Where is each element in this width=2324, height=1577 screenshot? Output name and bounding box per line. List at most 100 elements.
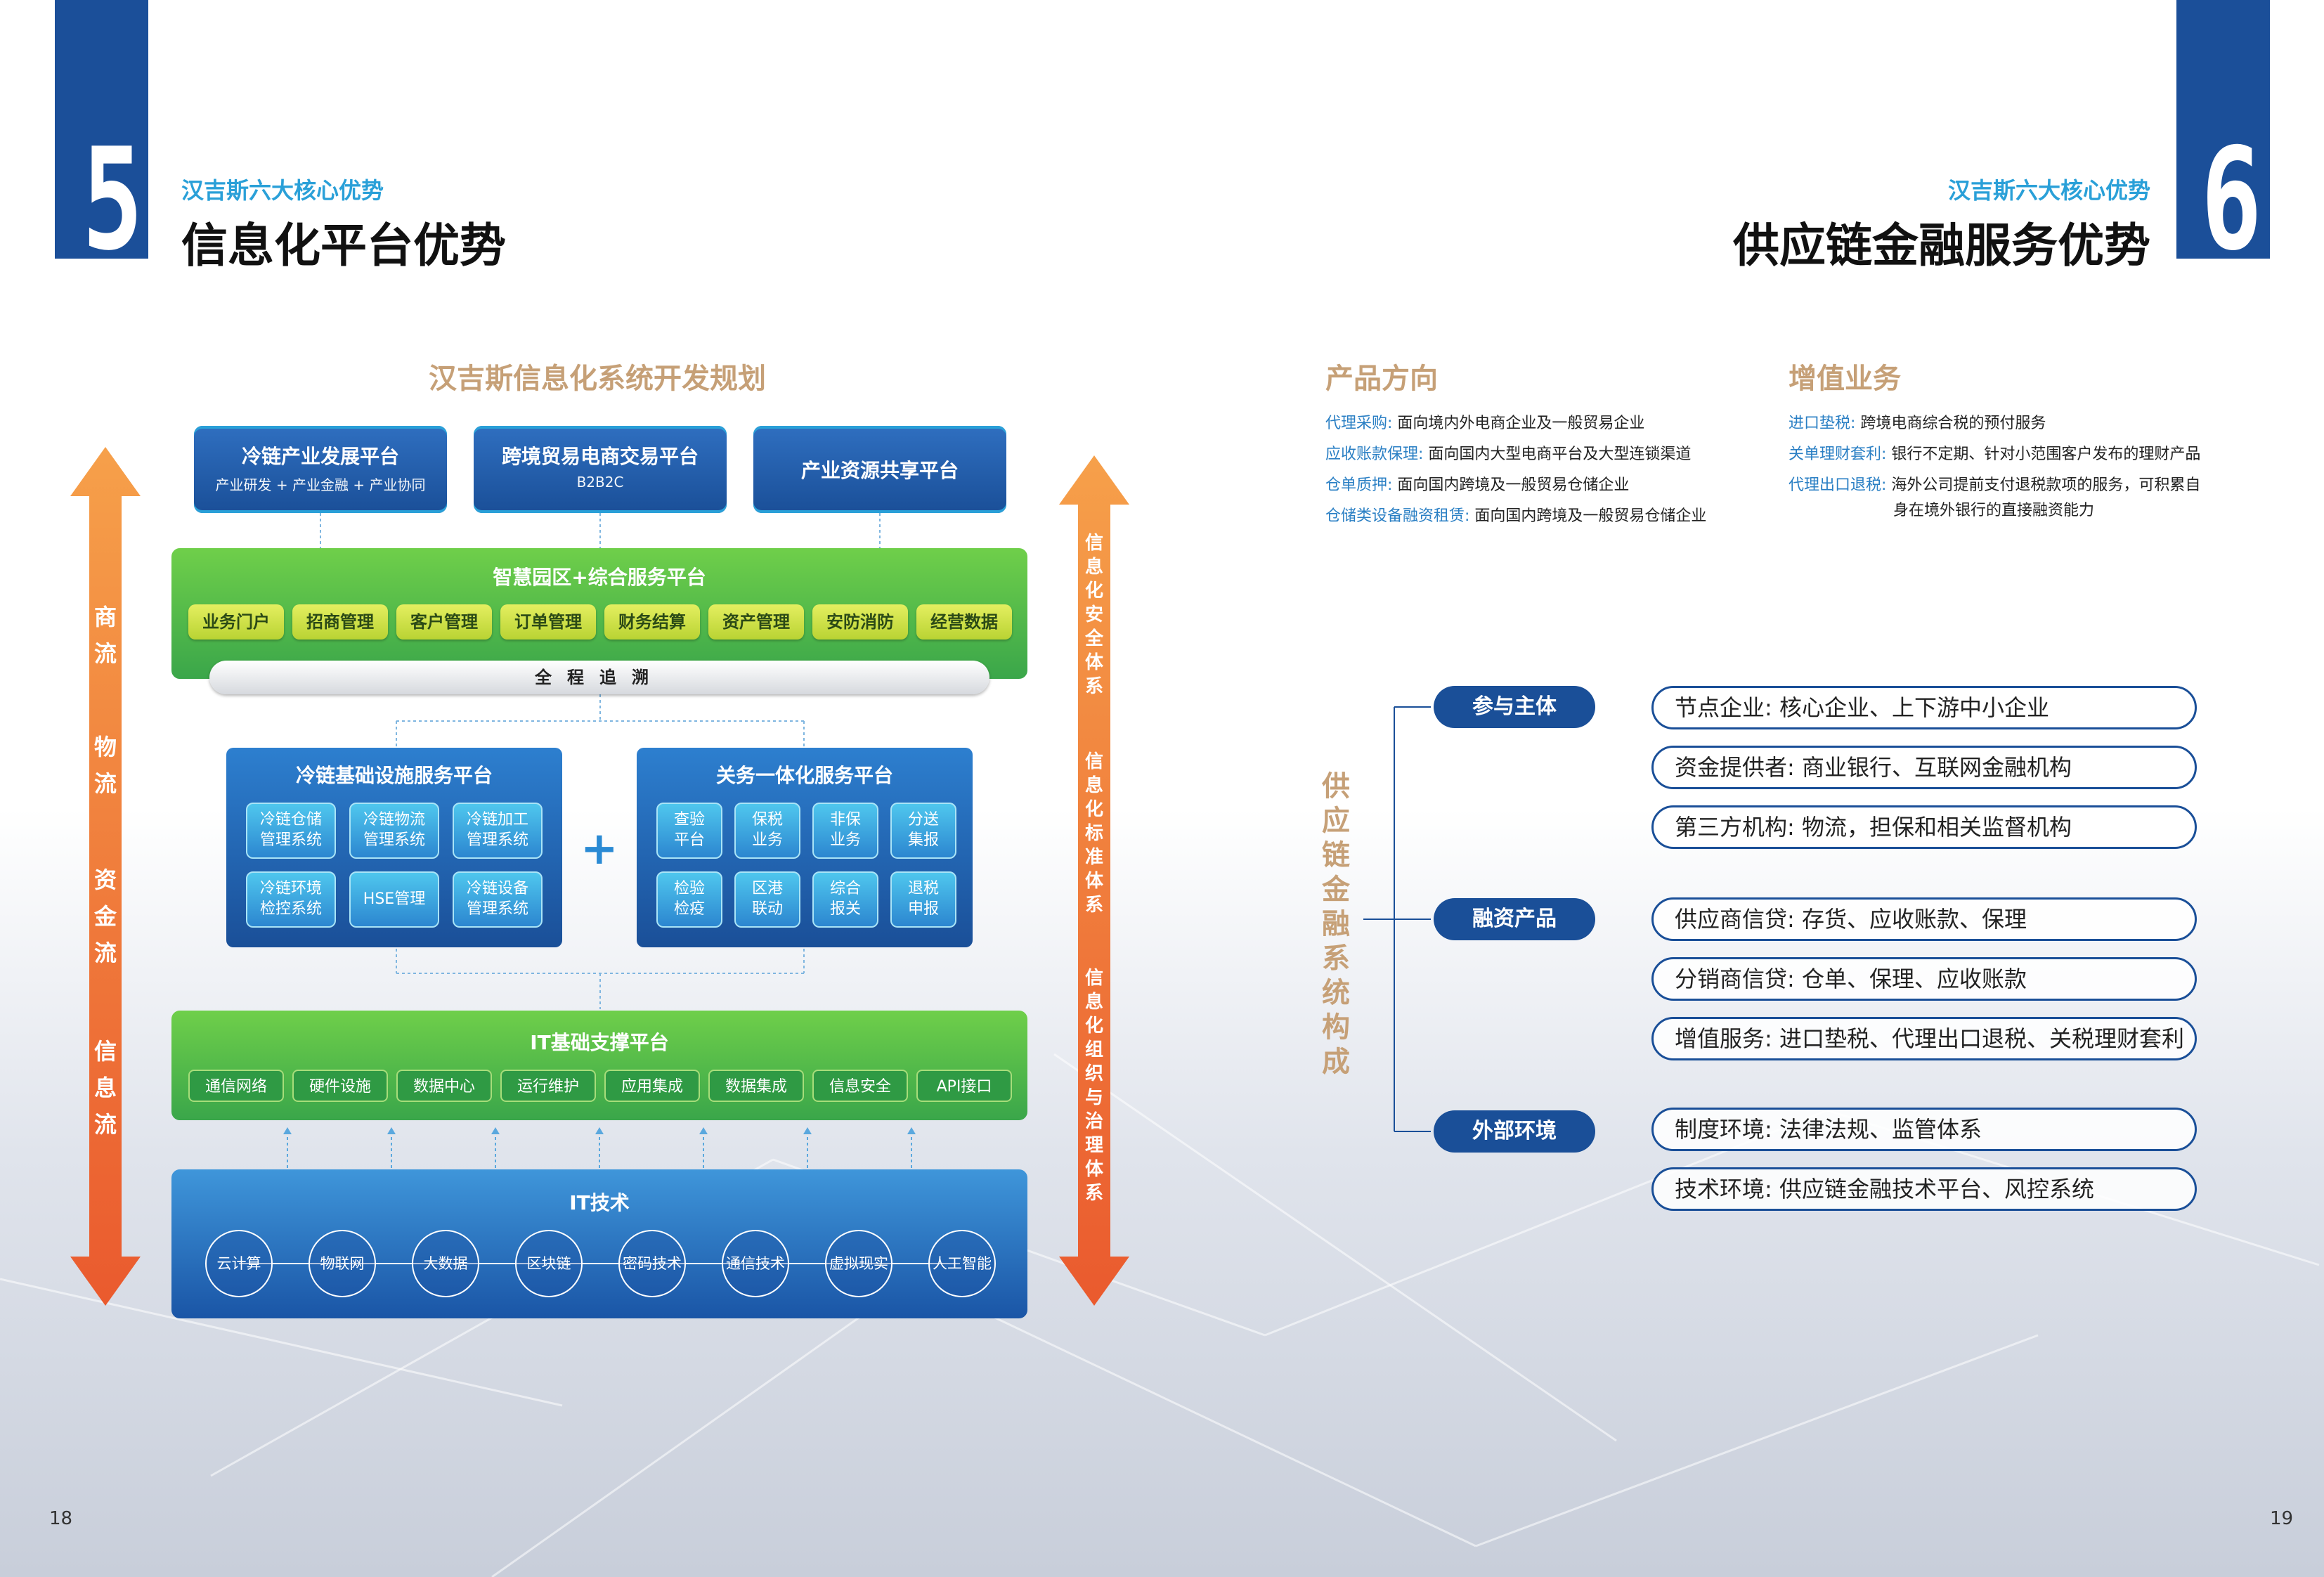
system-cell: 冷链设备管理系统 — [453, 871, 543, 928]
module-pill: 安防消防 — [812, 604, 908, 640]
system-cell: 冷链物流管理系统 — [349, 803, 439, 859]
system-label: 信息化组织与治理体系 — [1084, 968, 1103, 1204]
tech-node: 虚拟现实 — [825, 1230, 892, 1297]
top-platform: 冷链产业发展平台 产业研发 + 产业金融 + 产业协同 — [194, 426, 447, 513]
value-added-heading: 增值业务 — [1789, 363, 1901, 395]
flow-label: 信息流 — [93, 1038, 117, 1138]
system-cell: 冷链环境检控系统 — [246, 871, 336, 928]
product-direction-heading: 产品方向 — [1325, 363, 1438, 395]
platform-title: IT基础支撑平台 — [530, 1031, 669, 1054]
section-number: 6 — [2200, 118, 2262, 282]
page-title: 供应链金融服务优势 — [1733, 219, 2150, 273]
service-cell: 查验平台 — [656, 803, 722, 859]
module-pill: 资产管理 — [708, 604, 804, 640]
platform-title: 冷链基础设施服务平台 — [295, 764, 493, 787]
top-platform: 产业资源共享平台 — [753, 426, 1006, 513]
customs-platform: 关务一体化服务平台 查验平台 保税业务 非保业务 分送集报 检验检疫 区港联动 … — [637, 748, 973, 947]
service-cell: 退税申报 — [890, 871, 956, 928]
category-badge: 参与主体 — [1434, 686, 1595, 728]
platform-title: 关务一体化服务平台 — [715, 764, 893, 787]
value-line: 关单理财套利: 银行不定期、针对小范围客户发布的理财产品 — [1789, 446, 2201, 463]
product-line: 仓单质押: 面向国内跨境及一般贸易仓储企业 — [1325, 476, 1630, 494]
scf-item: 节点企业: 核心企业、上下游中小企业 — [1651, 686, 2197, 729]
platform-title: IT技术 — [569, 1191, 630, 1214]
plus-icon: + — [580, 823, 618, 875]
module-pill: 数据中心 — [396, 1070, 492, 1102]
tech-node: 区块链 — [515, 1230, 583, 1297]
module-pill: 信息安全 — [812, 1070, 908, 1102]
scf-item: 增值服务: 进口垫税、代理出口退税、关税理财套利 — [1651, 1017, 2197, 1060]
tech-node: 物联网 — [309, 1230, 376, 1297]
module-pill: API接口 — [916, 1070, 1012, 1102]
category-badge: 融资产品 — [1434, 898, 1595, 940]
system-cell: HSE管理 — [349, 871, 439, 928]
category-badge: 外部环境 — [1434, 1110, 1595, 1153]
product-line: 代理采购: 面向境内外电商企业及一般贸易企业 — [1325, 415, 1645, 432]
module-pill: 招商管理 — [292, 604, 388, 640]
flow-label: 资金流 — [93, 867, 117, 966]
platform-name: 跨境贸易电商交易平台 — [501, 445, 699, 468]
section-subtitle: 汉吉斯六大核心优势 — [1947, 177, 2150, 204]
section-subtitle: 汉吉斯六大核心优势 — [181, 177, 384, 204]
tech-node: 密码技术 — [618, 1230, 686, 1297]
module-pill: 运行维护 — [500, 1070, 596, 1102]
flow-label: 物流 — [93, 734, 117, 797]
tech-node: 大数据 — [412, 1230, 479, 1297]
module-pill: 通信网络 — [188, 1070, 284, 1102]
scf-item: 技术环境: 供应链金融技术平台、风控系统 — [1651, 1167, 2197, 1211]
it-support-platform: IT基础支撑平台 通信网络 硬件设施 数据中心 运行维护 应用集成 数据集成 信… — [171, 1011, 1027, 1120]
page-number: 18 — [49, 1508, 73, 1529]
it-technology-panel: IT技术 云计算 物联网 大数据 区块链 密码技术 通信技术 虚拟现实 人工智能 — [171, 1169, 1027, 1318]
right-flow-arrow — [1059, 455, 1129, 1306]
platform-title: 智慧园区+综合服务平台 — [493, 566, 706, 589]
value-line: 代理出口退税: 海外公司提前支付退税款项的服务，可积累自 — [1789, 476, 2201, 494]
module-pill: 数据集成 — [708, 1070, 804, 1102]
module-pill: 硬件设施 — [292, 1070, 388, 1102]
section-number-block — [2176, 0, 2270, 259]
trace-bar: 全程追溯 — [209, 661, 989, 694]
system-cell: 冷链加工管理系统 — [453, 803, 543, 859]
module-pill: 财务结算 — [604, 604, 700, 640]
scf-item: 供应商信贷: 存货、应收账款、保理 — [1651, 897, 2197, 941]
diagram-title: 汉吉斯信息化系统开发规划 — [429, 363, 766, 395]
module-pill: 订单管理 — [500, 604, 596, 640]
platform-sub: 产业研发 + 产业金融 + 产业协同 — [215, 476, 426, 493]
tech-node: 通信技术 — [722, 1230, 789, 1297]
module-pill: 应用集成 — [604, 1070, 700, 1102]
tech-node: 人工智能 — [928, 1230, 996, 1297]
smart-park-platform: 智慧园区+综合服务平台 业务门户 招商管理 客户管理 订单管理 财务结算 资产管… — [171, 548, 1027, 679]
top-platform: 跨境贸易电商交易平台 B2B2C — [474, 426, 727, 513]
tech-chain-line — [239, 1263, 960, 1264]
system-label: 信息化安全体系 — [1084, 533, 1103, 697]
module-pill: 经营数据 — [916, 604, 1012, 640]
service-cell: 检验检疫 — [656, 871, 722, 928]
value-line: 进口垫税: 跨境电商综合税的预付服务 — [1789, 415, 2046, 432]
page-title: 信息化平台优势 — [181, 219, 506, 273]
cold-chain-platform: 冷链基础设施服务平台 冷链仓储管理系统 冷链物流管理系统 冷链加工管理系统 冷链… — [226, 748, 562, 947]
page-number: 19 — [2270, 1508, 2294, 1529]
module-pill: 业务门户 — [188, 604, 284, 640]
connector-lines — [320, 513, 881, 1009]
system-cell: 冷链仓储管理系统 — [246, 803, 336, 859]
service-cell: 分送集报 — [890, 803, 956, 859]
scf-item: 分销商信贷: 仓单、保理、应收账款 — [1651, 957, 2197, 1001]
scf-item: 制度环境: 法律法规、监管体系 — [1651, 1108, 2197, 1151]
platform-sub: B2B2C — [576, 474, 624, 491]
scf-item: 资金提供者: 商业银行、互联网金融机构 — [1651, 746, 2197, 789]
platform-name: 产业资源共享平台 — [800, 459, 959, 482]
module-pill: 客户管理 — [396, 604, 492, 640]
value-line-continuation: 身在境外银行的直接融资能力 — [1893, 502, 2095, 519]
service-cell: 非保业务 — [812, 803, 878, 859]
section-number-block — [55, 0, 148, 259]
product-line: 应收账款保理: 面向国内大型电商平台及大型连锁渠道 — [1325, 446, 1692, 463]
section-number: 5 — [82, 118, 143, 282]
system-label: 信息化标准体系 — [1084, 751, 1103, 916]
scf-item: 第三方机构: 物流，担保和相关监督机构 — [1651, 805, 2197, 849]
left-flow-arrow — [70, 447, 141, 1306]
service-cell: 区港联动 — [734, 871, 800, 928]
service-cell: 保税业务 — [734, 803, 800, 859]
platform-name: 冷链产业发展平台 — [241, 445, 399, 468]
service-cell: 综合报关 — [812, 871, 878, 928]
scf-bracket — [1363, 706, 1431, 1132]
flow-label: 商流 — [93, 604, 117, 667]
